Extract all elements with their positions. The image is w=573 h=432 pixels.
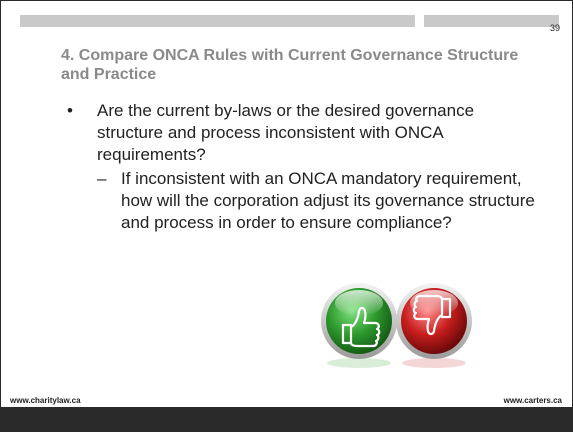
sub-bullet-text: If inconsistent with an ONCA mandatory r… bbox=[121, 169, 535, 232]
sub-bullet-item: – If inconsistent with an ONCA mandatory… bbox=[97, 168, 552, 234]
footer-link-carters[interactable]: www.carters.ca bbox=[503, 396, 562, 405]
bullet-item: • Are the current by-laws or the desired… bbox=[67, 100, 537, 166]
thumbs-down-icon bbox=[396, 283, 472, 359]
sub-bullet-mark: – bbox=[97, 169, 107, 188]
header-bar-right bbox=[424, 15, 559, 27]
bullet-text: Are the current by-laws or the desired g… bbox=[97, 101, 475, 164]
thumbs-up-icon bbox=[321, 283, 397, 359]
footer-band bbox=[1, 407, 572, 431]
header-bar-left bbox=[20, 15, 415, 27]
bullet-mark: • bbox=[67, 101, 73, 120]
thumbs-image bbox=[321, 283, 472, 368]
slide-heading: 4. Compare ONCA Rules with Current Gover… bbox=[61, 47, 519, 83]
footer-link-charitylaw[interactable]: www.charitylaw.ca bbox=[10, 396, 81, 405]
page-number: 39 bbox=[549, 23, 560, 33]
